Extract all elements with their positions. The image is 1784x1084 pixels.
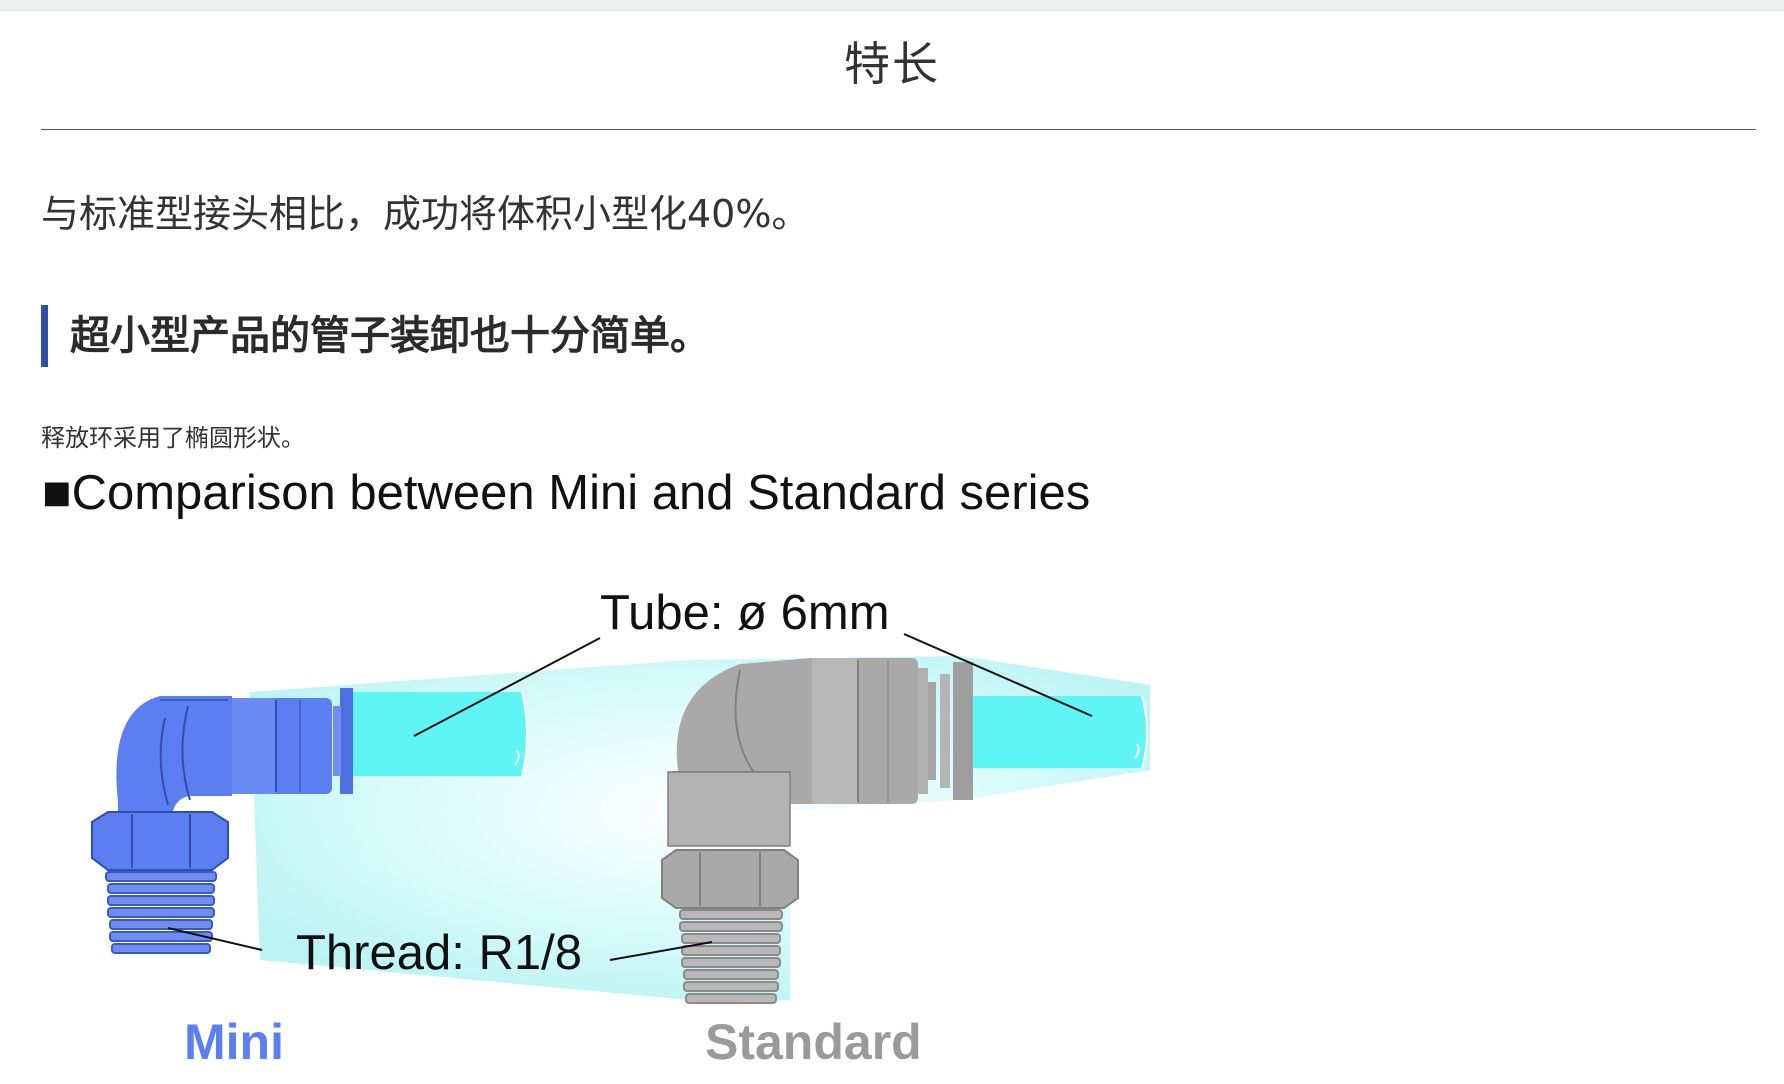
standard-fitting [661,658,1148,1004]
mini-tube [352,692,522,776]
title-divider [41,129,1756,130]
page-title: 特长 [844,37,940,91]
leader-lines [167,633,1093,961]
mini-label: Mini [184,1014,284,1070]
figure-heading: ■Comparison between Mini and Standard se… [42,466,1090,520]
tube-label: Tube: ø 6mm [600,586,890,640]
comparison-figure: ■Comparison between Mini and Standard se… [0,460,1784,1084]
browser-top-strip [0,0,1784,11]
thread-label: Thread: R1/8 [296,926,582,980]
standard-tube [972,696,1142,768]
release-ring-note: 释放环采用了椭圆形状。 [41,424,305,452]
section-heading: 超小型产品的管子装卸也十分简单。 [41,305,710,367]
standard-label: Standard [705,1014,922,1070]
intro-text: 与标准型接头相比，成功将体积小型化40%。 [41,192,810,236]
mini-fitting [91,688,528,954]
